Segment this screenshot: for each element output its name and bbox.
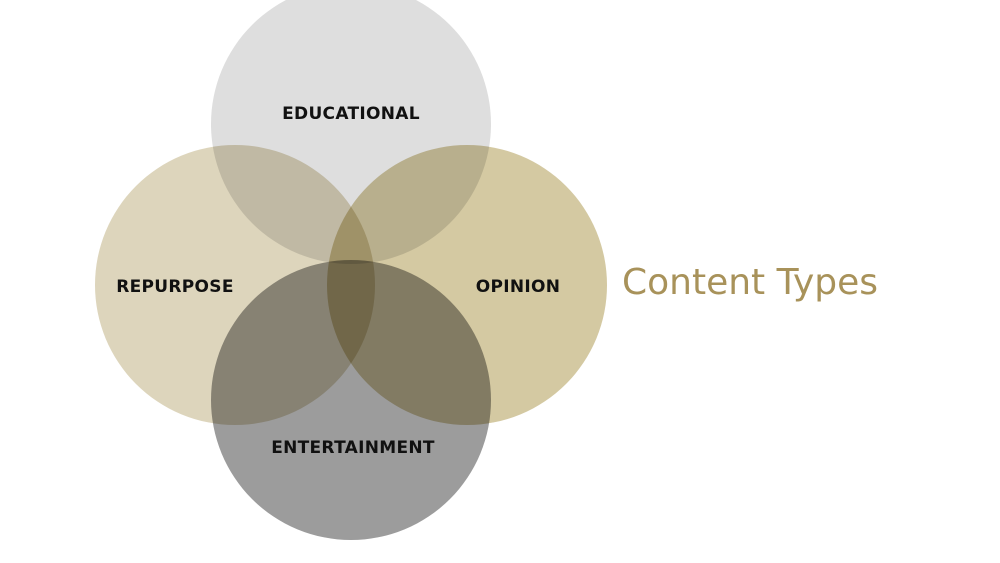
diagram-title: Content Types (622, 262, 879, 303)
label-educational: EDUCATIONAL (282, 104, 420, 124)
circle-entertainment (211, 260, 491, 540)
label-entertainment: ENTERTAINMENT (271, 438, 435, 458)
label-repurpose: REPURPOSE (116, 277, 234, 297)
label-opinion: OPINION (475, 277, 561, 297)
